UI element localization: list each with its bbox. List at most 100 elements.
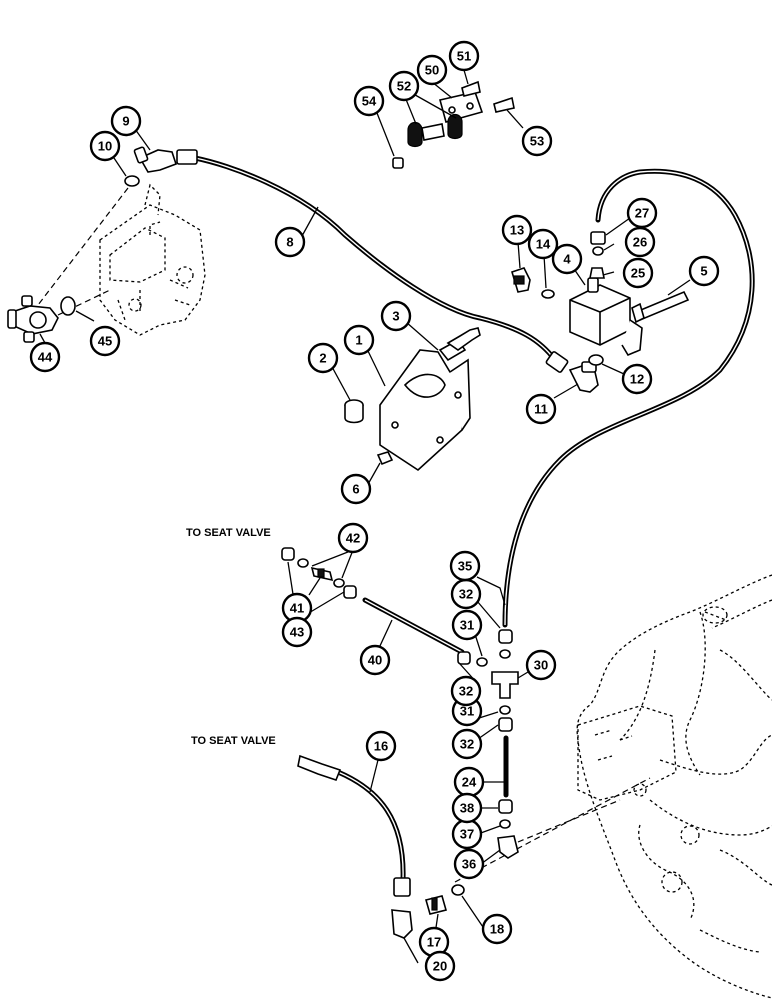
svg-text:53: 53 — [530, 134, 544, 149]
callout-24: 24 — [453, 766, 485, 798]
callout-17: 17 — [418, 926, 450, 958]
bolt-3 — [438, 327, 481, 362]
svg-text:32: 32 — [459, 587, 473, 602]
screw-53 — [493, 96, 515, 113]
svg-text:26: 26 — [633, 235, 647, 250]
callout-43: 43 — [281, 616, 313, 648]
callout-25: 25 — [622, 257, 654, 289]
callout-50: 50 — [416, 54, 448, 86]
hose-35 — [502, 168, 755, 628]
nut-27 — [590, 231, 606, 245]
callout-44: 44 — [29, 341, 61, 373]
elbow-36 — [497, 835, 519, 859]
svg-text:5: 5 — [700, 264, 707, 279]
callout-26: 26 — [624, 226, 656, 258]
svg-text:31: 31 — [460, 704, 474, 719]
callout-37: 37 — [451, 818, 483, 850]
callout-36: 36 — [453, 848, 485, 880]
callout-8: 8 — [274, 226, 306, 258]
bolt-5 — [631, 290, 690, 324]
callout-12: 12 — [621, 363, 653, 395]
svg-text:17: 17 — [427, 935, 441, 950]
svg-text:14: 14 — [536, 237, 551, 252]
svg-text:30: 30 — [534, 658, 548, 673]
bracket-1 — [379, 349, 471, 472]
union-41 — [310, 566, 334, 582]
sleeve-37 — [499, 819, 511, 829]
spacer-2 — [344, 399, 364, 424]
svg-text:10: 10 — [98, 139, 112, 154]
nut-38 — [498, 799, 513, 814]
svg-text:2: 2 — [319, 351, 326, 366]
svg-text:24: 24 — [462, 775, 477, 790]
sleeve-31-left — [476, 657, 488, 667]
fitting-25 — [589, 267, 605, 279]
svg-text:13: 13 — [510, 223, 524, 238]
hose-8 — [176, 149, 569, 373]
svg-text:1: 1 — [355, 333, 362, 348]
callout-3: 3 — [380, 300, 412, 332]
tee-30 — [491, 671, 519, 699]
elbow-fitting-9 — [133, 146, 178, 173]
fitting-44 — [7, 295, 59, 343]
callout-54: 54 — [353, 85, 385, 117]
svg-text:31: 31 — [460, 618, 474, 633]
svg-text:6: 6 — [352, 482, 359, 497]
svg-text:42: 42 — [346, 531, 360, 546]
callout-20: 20 — [424, 950, 456, 982]
hose-16 — [297, 754, 411, 897]
svg-text:11: 11 — [534, 402, 548, 417]
callout-6: 6 — [340, 473, 372, 505]
svg-text:32: 32 — [459, 684, 473, 699]
callout-32c: 32 — [451, 728, 483, 760]
callout-1: 1 — [343, 324, 375, 356]
svg-text:45: 45 — [98, 334, 112, 349]
callout-51: 51 — [448, 40, 480, 72]
svg-text:8: 8 — [286, 235, 293, 250]
svg-text:9: 9 — [122, 114, 129, 129]
callout-32b: 32 — [450, 675, 482, 707]
callout-14: 14 — [527, 228, 559, 260]
fitting-17 — [425, 895, 447, 915]
callout-30: 30 — [525, 649, 557, 681]
svg-text:27: 27 — [635, 206, 649, 221]
nut-6 — [376, 451, 394, 466]
callout-45: 45 — [89, 325, 121, 357]
o-ring-18 — [451, 884, 465, 896]
nut-32-left — [457, 651, 471, 665]
callout-10: 10 — [89, 130, 121, 162]
transmission-housing-outline — [576, 574, 772, 999]
svg-text:41: 41 — [290, 601, 304, 616]
svg-text:51: 51 — [457, 49, 471, 64]
callout-32a: 32 — [450, 578, 482, 610]
callout-9: 9 — [110, 105, 142, 137]
callout-35: 35 — [449, 550, 481, 582]
svg-text:44: 44 — [38, 350, 53, 365]
callout-18: 18 — [481, 913, 513, 945]
svg-text:52: 52 — [397, 79, 411, 94]
ring-26 — [592, 246, 604, 256]
callout-52: 52 — [388, 70, 420, 102]
nuts-43 — [281, 547, 357, 599]
callout-11: 11 — [525, 393, 557, 425]
o-ring-14 — [541, 289, 555, 299]
callout-27: 27 — [626, 197, 658, 229]
svg-text:54: 54 — [362, 94, 377, 109]
elbow-20 — [391, 909, 413, 939]
callout-16: 16 — [365, 730, 397, 762]
svg-text:12: 12 — [630, 372, 644, 387]
svg-text:3: 3 — [392, 309, 399, 324]
callout-53: 53 — [521, 125, 553, 157]
control-valve-body — [99, 183, 206, 336]
note-to-seat-valve-top: TO SEAT VALVE — [186, 527, 271, 539]
svg-text:50: 50 — [425, 63, 439, 78]
valve-block-4 — [569, 277, 643, 357]
svg-text:35: 35 — [458, 559, 472, 574]
note-to-seat-valve-bottom: TO SEAT VALVE — [191, 735, 276, 747]
stack-32-31 — [498, 629, 513, 732]
callout-2: 2 — [307, 342, 339, 374]
sleeves-42 — [297, 558, 345, 588]
callout-31a: 31 — [451, 609, 483, 641]
svg-text:18: 18 — [490, 922, 504, 937]
